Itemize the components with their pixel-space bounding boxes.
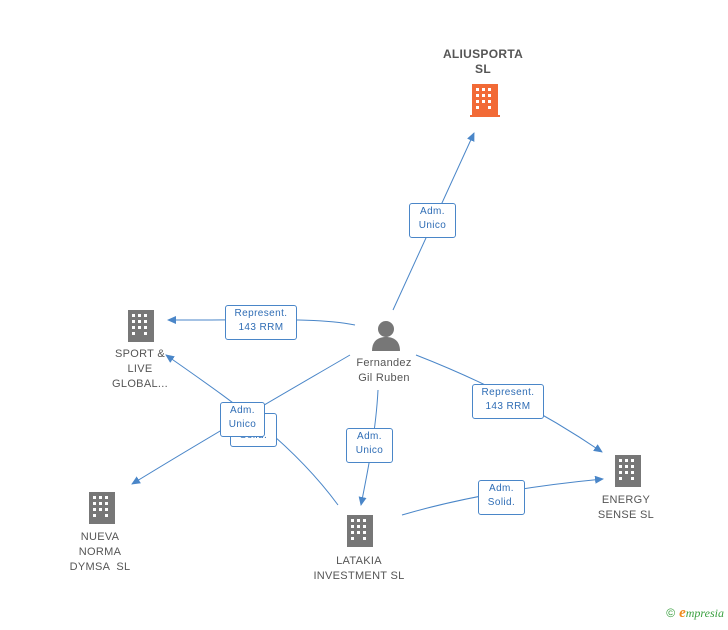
building-icon [89, 492, 115, 524]
edge-label-line: 143 RRM [485, 401, 531, 412]
person-icon [372, 321, 400, 351]
node-label-sport-live[interactable]: SPORT & LIVE GLOBAL... [95, 347, 185, 392]
edge-label-line: Solid. [487, 497, 516, 508]
node-label-aliusporta[interactable]: ALIUSPORTA SL [433, 47, 533, 77]
node-label-line: NORMA [78, 546, 122, 558]
node-label-line: SPORT & [115, 348, 165, 360]
node-label-line: INVESTMENT SL [313, 570, 405, 582]
node-label-energy[interactable]: ENERGY SENSE SL [581, 493, 671, 523]
edge-label-adm-unico-left: Adm. Unico [220, 402, 265, 437]
edge-label-line: 143 RRM [238, 322, 284, 333]
node-label-line: NUEVA [80, 531, 120, 543]
edge-label-line: Unico [228, 419, 257, 430]
node-label-line: Gil Ruben [358, 372, 410, 384]
node-label-line: LATAKIA [336, 555, 382, 567]
edge-label-line: Represent. [481, 387, 535, 398]
building-icon [347, 515, 373, 547]
building-icon [128, 310, 154, 342]
node-label-line: DYMSA SL [69, 561, 131, 573]
node-label-line: ENERGY [601, 494, 651, 506]
edge-label-line: Adm. [230, 405, 255, 416]
node-label-line: SENSE SL [597, 509, 655, 521]
empresia-watermark: ©empresia [666, 605, 724, 622]
edge-label-adm-solid-right: Adm. Solid. [478, 480, 525, 515]
edge-label-represent-right: Represent. 143 RRM [472, 384, 544, 419]
edge-label-line: Represent. [234, 308, 288, 319]
brand-name: mpresia [685, 606, 724, 620]
edge-label-line: Adm. [357, 431, 382, 442]
building-icon [470, 84, 500, 117]
node-label-line: GLOBAL... [112, 378, 168, 390]
node-label-nueva-norma[interactable]: NUEVA NORMA DYMSA SL [55, 530, 145, 575]
edge-label-line: Adm. [489, 483, 514, 494]
edge-label-adm-unico-top: Adm. Unico [409, 203, 456, 238]
edge-label-line: Adm. [420, 206, 445, 217]
building-icon [615, 455, 641, 487]
brand-initial: e [679, 605, 686, 621]
node-label-line: SL [475, 62, 491, 76]
node-label-line: ALIUSPORTA [442, 47, 524, 61]
edge-label-represent-left: Represent. 143 RRM [225, 305, 297, 340]
node-label-person[interactable]: Fernandez Gil Ruben [334, 356, 434, 386]
edge-label-adm-unico-mid: Adm. Unico [346, 428, 393, 463]
node-label-line: LIVE [127, 363, 153, 375]
node-label-latakia[interactable]: LATAKIA INVESTMENT SL [300, 554, 418, 584]
edge-label-line: Unico [418, 220, 447, 231]
edge-label-line: Unico [355, 445, 384, 456]
copyright-symbol: © [666, 606, 676, 620]
node-label-line: Fernandez [356, 357, 412, 369]
